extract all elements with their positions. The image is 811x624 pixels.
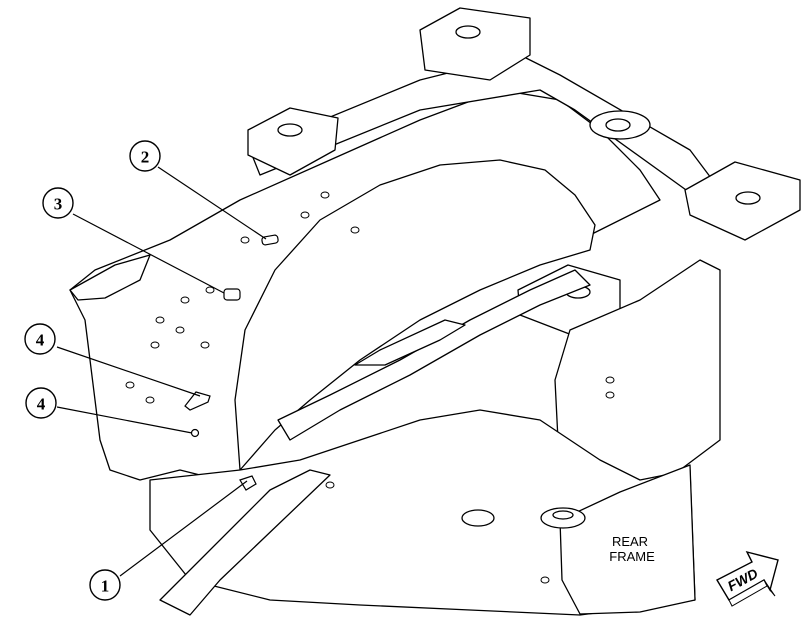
part-2-pin bbox=[261, 234, 279, 246]
plate-hole bbox=[150, 341, 160, 349]
crossmember-diagonal bbox=[277, 269, 591, 441]
leader-line-1 bbox=[119, 480, 248, 577]
plate-hole bbox=[125, 381, 135, 389]
callout-circle-3 bbox=[42, 187, 74, 219]
callout-circle-4b bbox=[25, 387, 57, 419]
mounting-pad-top-left-hole bbox=[277, 123, 303, 137]
plate-hole bbox=[175, 326, 185, 334]
callout-circle-4a bbox=[24, 323, 56, 355]
frame-arch-cutout bbox=[234, 159, 596, 471]
callout-circle-2 bbox=[129, 140, 161, 172]
callout-label-4b: 4 bbox=[37, 395, 46, 414]
callout-label-2: 2 bbox=[141, 148, 150, 167]
crossmember-tab bbox=[354, 319, 466, 366]
plate-hole bbox=[180, 296, 190, 304]
rear-frame-plate bbox=[559, 464, 696, 615]
plate-hole bbox=[300, 211, 310, 219]
fwd-arrow: FWD bbox=[716, 550, 779, 607]
pivot-boss-inner bbox=[605, 118, 631, 132]
frame-label-line1: REAR bbox=[612, 534, 648, 549]
callout-label-4a: 4 bbox=[36, 331, 45, 350]
plate-hole bbox=[605, 376, 615, 384]
plate-hole bbox=[205, 286, 215, 294]
leader-line-2 bbox=[157, 166, 267, 240]
leader-line-4a bbox=[56, 346, 201, 397]
frame-lower-rail bbox=[159, 469, 331, 616]
bushing-lower-center-inner bbox=[552, 510, 574, 520]
plate-hole bbox=[605, 391, 615, 399]
plate-hole bbox=[155, 316, 165, 324]
plate-hole bbox=[200, 341, 210, 349]
callout-label-3: 3 bbox=[54, 195, 63, 214]
callout-label-1: 1 bbox=[101, 577, 110, 596]
plate-hole bbox=[350, 226, 360, 234]
leader-line-3 bbox=[72, 213, 225, 294]
frame-label-line2: FRAME bbox=[609, 549, 655, 564]
bushing-lower-left bbox=[461, 509, 495, 527]
frame-left-flange bbox=[69, 254, 151, 301]
leader-line-4b bbox=[56, 406, 193, 434]
part-4-nut bbox=[190, 428, 200, 438]
callout-circle-1 bbox=[89, 569, 121, 601]
plate-hole bbox=[320, 191, 330, 199]
mounting-pad-top-center-hole bbox=[455, 25, 481, 39]
plate-hole bbox=[540, 576, 550, 584]
plate-hole bbox=[325, 481, 335, 489]
plate-hole bbox=[240, 236, 250, 244]
mounting-pad-top-left bbox=[247, 107, 339, 176]
part-3-bushing bbox=[223, 288, 241, 301]
part-4-bracket bbox=[184, 391, 211, 411]
mounting-pad-top-center bbox=[419, 7, 531, 81]
plate-hole bbox=[145, 396, 155, 404]
part-1-fitting bbox=[239, 475, 257, 491]
mounting-pad-right-hole bbox=[735, 191, 761, 205]
